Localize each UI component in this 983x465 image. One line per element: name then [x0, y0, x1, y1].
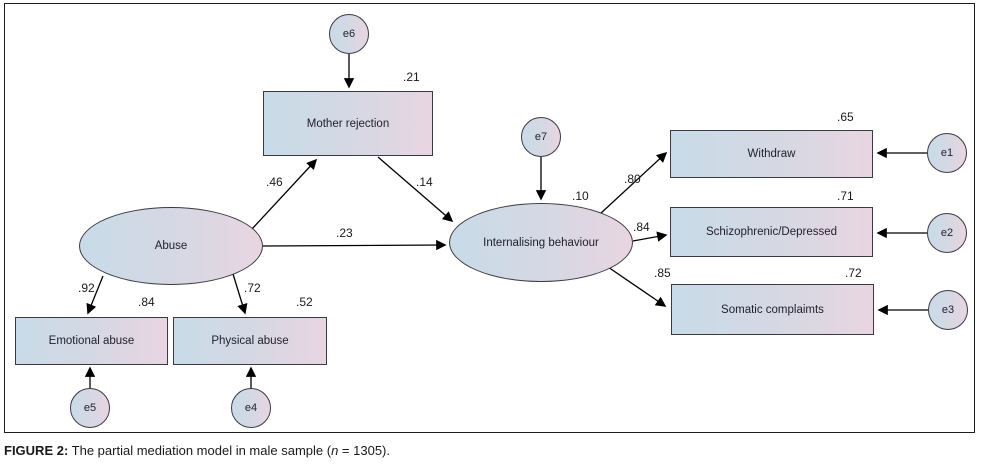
rsq-physical-abuse: .52	[296, 295, 313, 309]
rsq-emotional-abuse: .84	[138, 295, 155, 309]
rsq-schizophrenic: .71	[837, 189, 854, 203]
node-schizophrenic-depressed-label: Schizophrenic/Depressed	[705, 226, 838, 238]
node-somatic-complaints-label: Somatic complaimts	[721, 303, 824, 316]
error-term-e5: e5	[70, 388, 110, 428]
coef-abuse-to-internalising: .23	[336, 226, 353, 240]
error-e5-label: e5	[83, 402, 97, 414]
node-physical-abuse-box: Physical abuse	[173, 317, 327, 365]
coef-internalising-to-withdraw: .80	[624, 172, 641, 186]
rsq-mother-rejection: .21	[403, 70, 420, 84]
error-term-e3: e3	[928, 290, 968, 330]
coef-mother-rejection-to-internalising: .14	[416, 175, 433, 189]
figure-caption-end: = 1305).	[338, 443, 390, 458]
node-emotional-abuse-label: Emotional abuse	[48, 335, 135, 347]
coef-abuse-to-emotional-abuse: .92	[78, 281, 95, 295]
node-emotional-abuse-box: Emotional abuse	[15, 317, 168, 365]
figure-caption-text: The partial mediation model in male samp…	[68, 443, 332, 458]
node-physical-abuse-label: Physical abuse	[211, 335, 289, 347]
figure-caption-n: n	[331, 443, 339, 458]
node-withdraw-box: Withdraw	[670, 130, 873, 178]
error-e7-label: e7	[534, 131, 548, 143]
node-internalising-behaviour-ellipse: Internalising behaviour	[449, 203, 633, 282]
error-e2-label: e2	[940, 227, 954, 239]
rsq-withdraw: .65	[837, 110, 854, 124]
coef-internalising-to-schizophrenic: .84	[633, 220, 650, 234]
node-withdraw-label: Withdraw	[747, 148, 796, 160]
rsq-somatic: .72	[845, 266, 862, 280]
error-term-e1: e1	[927, 133, 967, 173]
coef-abuse-to-mother-rejection: .46	[266, 175, 283, 189]
error-e3-label: e3	[941, 304, 955, 316]
figure-caption-number: FIGURE 2:	[4, 443, 69, 458]
error-e4-label: e4	[244, 402, 258, 414]
coef-abuse-to-physical-abuse: .72	[244, 281, 261, 295]
error-term-e4: e4	[231, 388, 271, 428]
error-term-e2: e2	[927, 213, 967, 253]
error-e6-label: e6	[342, 28, 356, 40]
node-internalising-behaviour-label: Internalising behaviour	[483, 236, 599, 249]
node-somatic-complaints-box: Somatic complaimts	[671, 284, 874, 335]
node-mother-rejection-label: Mother rejection	[306, 117, 390, 130]
error-term-e7: e7	[521, 117, 561, 157]
figure-caption: FIGURE 2: The partial mediation model in…	[4, 443, 390, 458]
node-abuse-ellipse: Abuse	[79, 207, 263, 285]
error-term-e6: e6	[329, 14, 369, 54]
node-mother-rejection-box: Mother rejection	[263, 91, 433, 156]
rsq-internalising: .10	[572, 189, 589, 203]
coef-internalising-to-somatic: .85	[654, 266, 671, 280]
error-e1-label: e1	[940, 147, 954, 159]
node-abuse-label: Abuse	[154, 240, 188, 252]
node-schizophrenic-depressed-box: Schizophrenic/Depressed	[670, 207, 873, 257]
